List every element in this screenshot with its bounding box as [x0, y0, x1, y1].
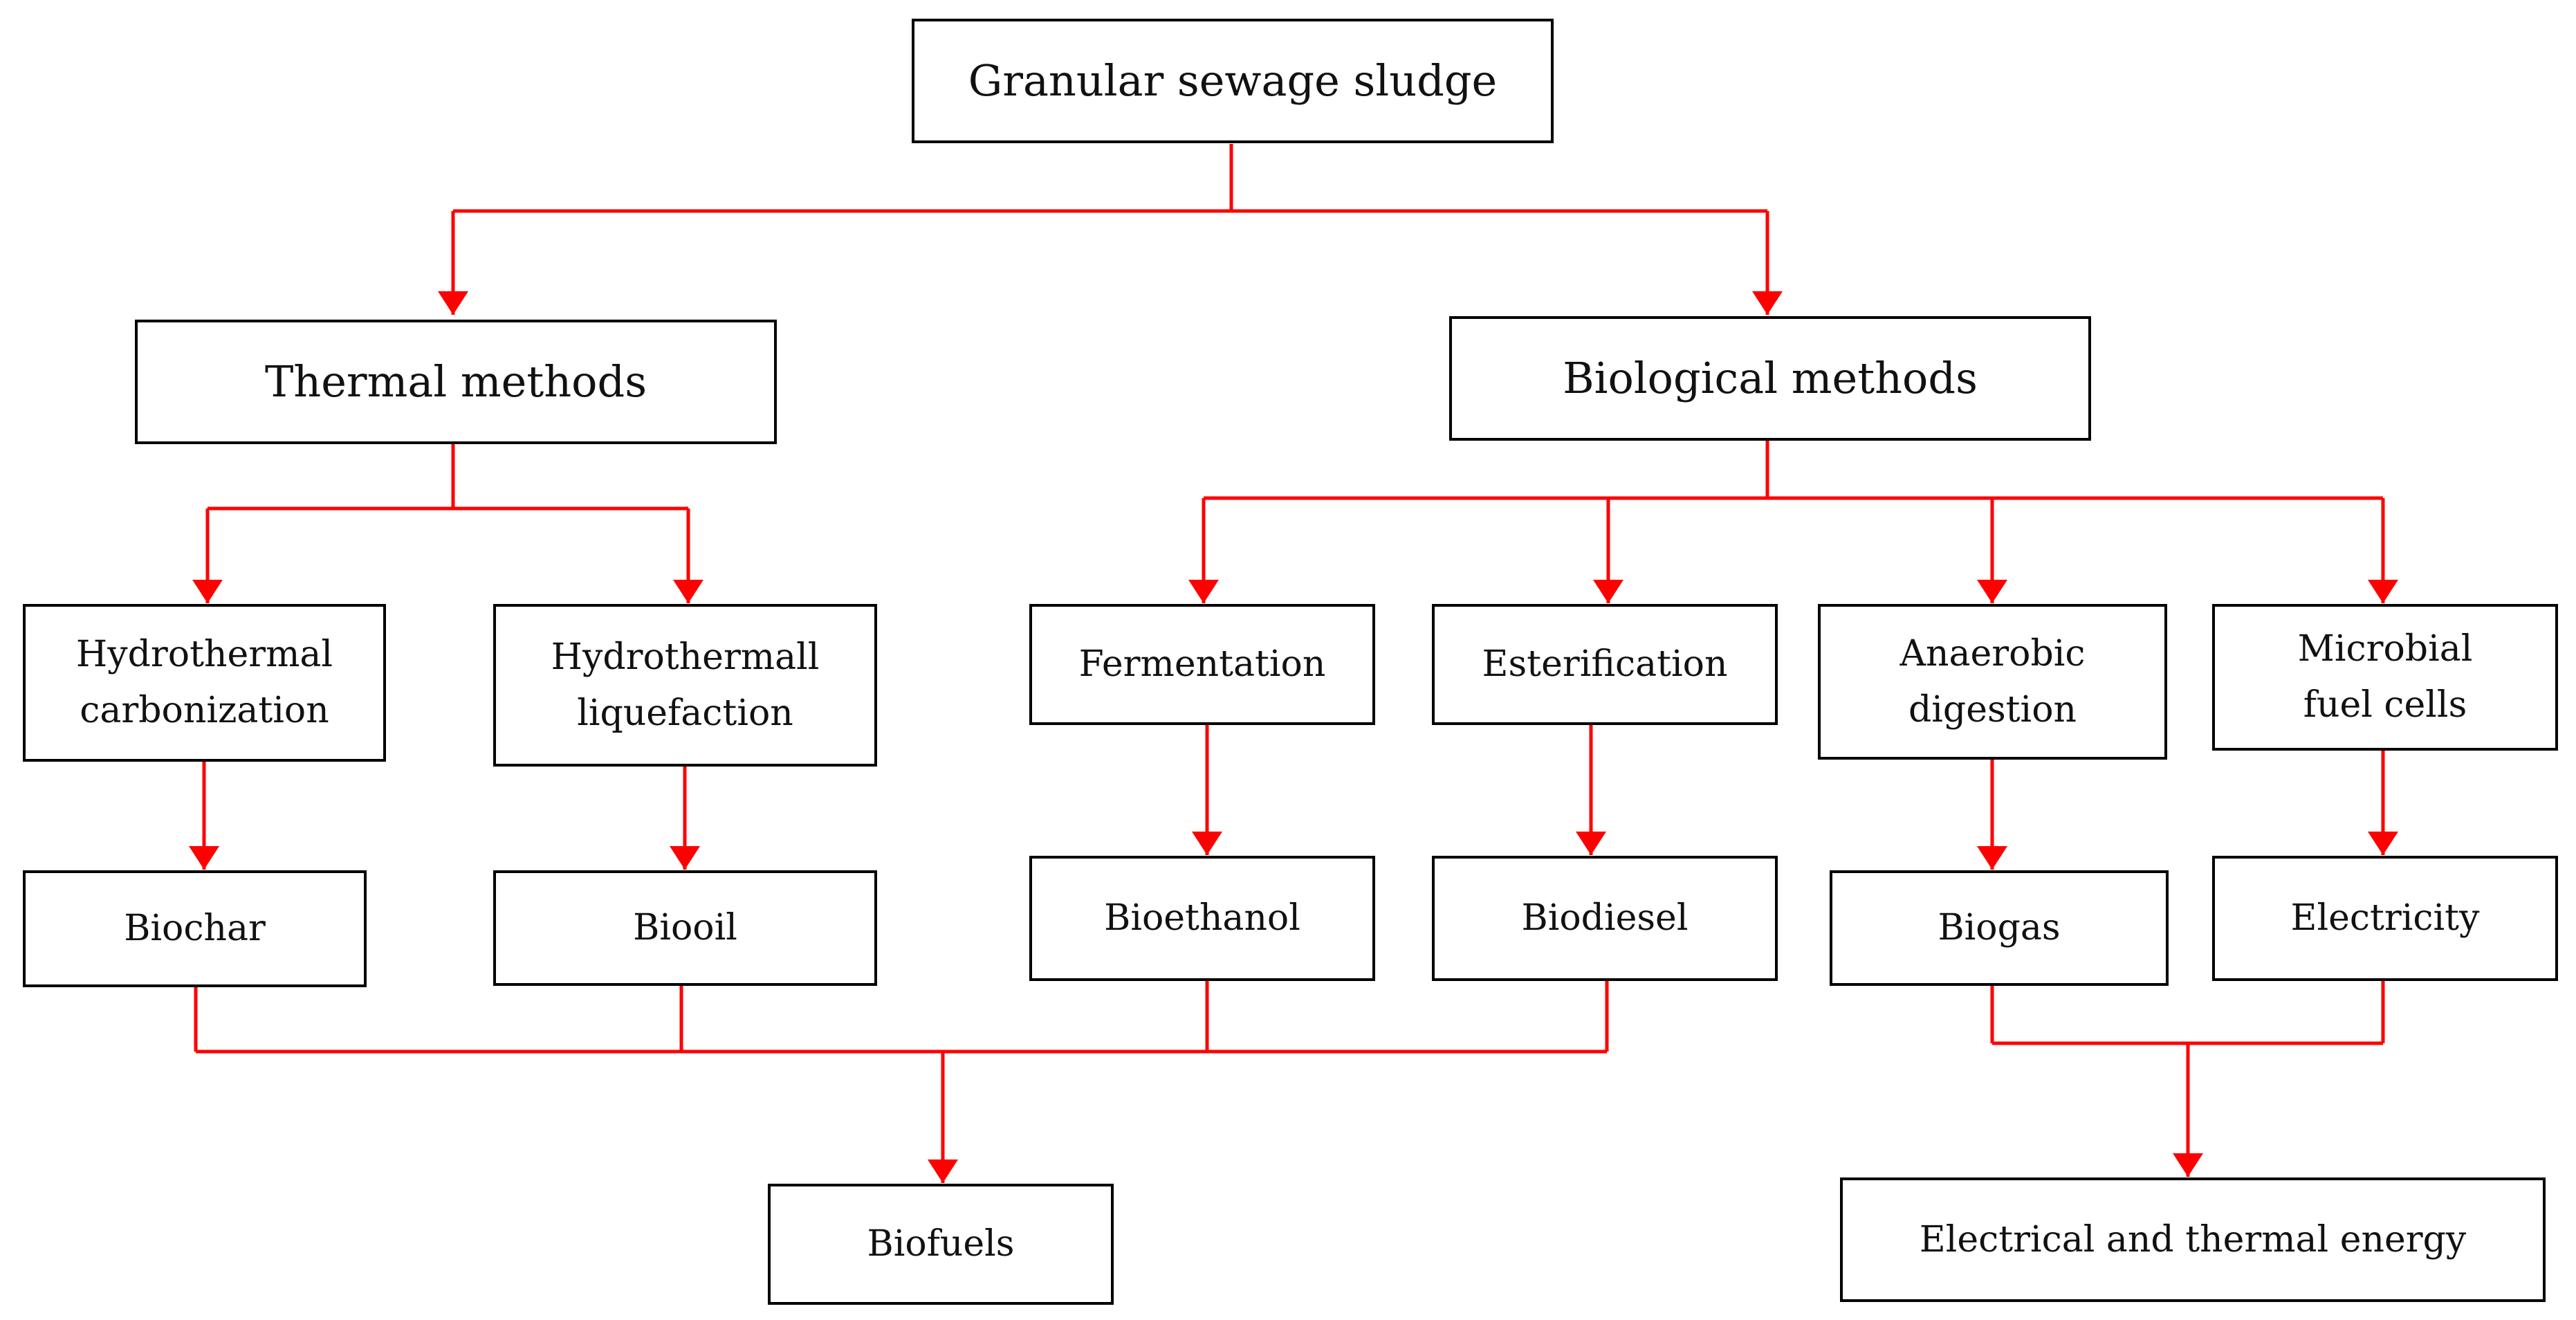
biological-methods-box: Biological methods — [1449, 316, 2091, 441]
microbial-fuel-cells-label: Microbial fuel cells — [2297, 628, 2473, 726]
electricity-box: Electricity — [2212, 856, 2558, 981]
biofuels-box: Biofuels — [768, 1184, 1114, 1305]
fermentation-label: Fermentation — [1078, 643, 1326, 686]
biogas-box: Biogas — [1830, 870, 2169, 986]
bioethanol-box: Bioethanol — [1029, 856, 1375, 981]
biodiesel-label: Biodiesel — [1521, 897, 1689, 939]
biochar-label: Biochar — [124, 908, 266, 950]
biooil-label: Biooil — [633, 907, 737, 949]
anaerobic-digestion-label: Anaerobic digestion — [1899, 632, 2086, 731]
electrical-thermal-energy-box: Electrical and thermal energy — [1840, 1177, 2546, 1302]
hydrothermal-liquefaction-box: Hydrothermall liquefaction — [493, 604, 877, 767]
biological-methods-label: Biological methods — [1563, 352, 1978, 403]
biofuels-label: Biofuels — [867, 1223, 1015, 1265]
esterification-label: Esterification — [1482, 643, 1728, 686]
granular-sewage-sludge-box: Granular sewage sludge — [912, 19, 1554, 143]
biooil-box: Biooil — [493, 870, 877, 986]
hydrothermal-liquefaction-label: Hydrothermall liquefaction — [551, 636, 820, 734]
biochar-box: Biochar — [23, 870, 367, 987]
connector-thermal-split — [208, 444, 688, 511]
anaerobic-digestion-box: Anaerobic digestion — [1818, 604, 2167, 760]
connector-energy-merge — [1990, 981, 2385, 1045]
hydrothermal-carbonization-box: Hydrothermal carbonization — [23, 604, 386, 762]
electrical-thermal-energy-label: Electrical and thermal energy — [1919, 1218, 2467, 1261]
biodiesel-box: Biodiesel — [1432, 856, 1778, 981]
bioethanol-label: Bioethanol — [1104, 897, 1300, 939]
microbial-fuel-cells-box: Microbial fuel cells — [2212, 604, 2558, 751]
fermentation-box: Fermentation — [1029, 604, 1375, 725]
hydrothermal-carbonization-label: Hydrothermal carbonization — [75, 634, 333, 731]
connector-fuels-merge — [194, 981, 1609, 1054]
electricity-label: Electricity — [2290, 897, 2480, 939]
connector-biological-split — [1204, 441, 2383, 500]
thermal-methods-box: Thermal methods — [135, 320, 777, 444]
biogas-label: Biogas — [1938, 907, 2061, 949]
esterification-box: Esterification — [1432, 604, 1778, 725]
connector-root-to-methods — [453, 144, 1767, 213]
granular-sewage-sludge-label: Granular sewage sludge — [968, 55, 1498, 106]
thermal-methods-label: Thermal methods — [264, 356, 647, 407]
